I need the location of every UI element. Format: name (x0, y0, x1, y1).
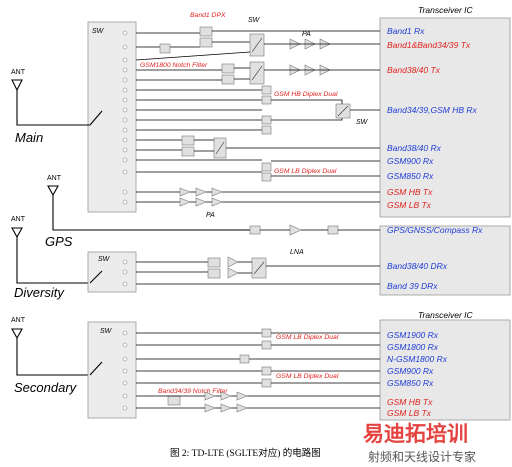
main-switch-ports (122, 30, 128, 205)
div-lna-b (227, 267, 239, 279)
label-sw-mid: SW (356, 119, 369, 126)
bottom-transceiver-ic (379, 319, 511, 421)
gsm-hb-diplex-a (261, 85, 272, 95)
watermark-brand: 易迪拓培训 (363, 422, 468, 446)
port-sec-gsm-hb-tx: GSM HB Tx (387, 397, 433, 407)
label-pa-top: PA (302, 31, 311, 38)
sec-n-gsm1800-filter (239, 354, 250, 364)
figure-caption: 图 2: TD-LTE (SGLTE对应) 的电路图 (170, 447, 321, 459)
secondary-switch-label: SW (100, 328, 113, 335)
label-sw-top: SW (248, 17, 261, 24)
label-pa-bottom: PA (206, 212, 215, 219)
main-switch-throw (89, 110, 103, 126)
top-ic-title: Transceiver IC (418, 5, 473, 15)
b3439-diplex-a (261, 115, 272, 125)
label-band1-dpx: Band1 DPX (190, 12, 226, 19)
diversity-antenna-label: ANT (11, 216, 26, 223)
port-gps-rx: GPS/GNSS/Compass Rx (387, 225, 483, 235)
diversity-switch-throw (89, 270, 103, 284)
label-gsm-lb-diplex-s2: GSM LB Diplex Dual (276, 373, 339, 380)
top-transceiver-ic (379, 17, 511, 218)
band1-dpx-upper (199, 26, 213, 37)
gsm1800-notch-block (159, 43, 171, 54)
sec-gsm-lb-diplex-a (261, 328, 272, 338)
gsm-lb-diplex-b (261, 172, 272, 182)
port-gsm900-rx: GSM900 Rx (387, 156, 434, 166)
b3840-rx-filter-a (181, 135, 195, 146)
section-gps: GPS (45, 234, 73, 249)
port-band3840-tx: Band38/40 Tx (387, 65, 441, 75)
port-gsm-lb-tx: GSM LB Tx (387, 200, 432, 210)
sec-gsm-lb-diplex-c (261, 366, 272, 376)
port-sec-gsm850-rx: GSM850 Rx (387, 378, 434, 388)
band3439-notch-block (167, 395, 181, 406)
bottom-ic-title: Transceiver IC (418, 310, 473, 320)
label-gsm-lb-diplex-s1: GSM LB Diplex Dual (276, 334, 339, 341)
b3840-rx-filter-b (181, 146, 195, 157)
secondary-switch-throw (89, 361, 103, 376)
gsm1800-to-sw (135, 51, 251, 61)
secondary-switch-ports (122, 330, 128, 411)
port-band3840-drx: Band38/40 DRx (387, 261, 448, 271)
label-band3439-notch: Band34/39 Notch Filter (158, 388, 228, 395)
b3439-diplex-b (261, 125, 272, 135)
port-band1-rx: Band1 Rx (387, 26, 425, 36)
diversity-switch-label: SW (98, 256, 111, 263)
main-switch-label: SW (92, 28, 105, 35)
diversity-antenna-icon (11, 227, 90, 284)
main-antenna-label: ANT (11, 69, 26, 76)
port-gsm-hb-tx: GSM HB Tx (387, 187, 433, 197)
sec-gsm-lb-diplex-d (261, 378, 272, 388)
port-gsm850-rx: GSM850 Rx (387, 171, 434, 181)
b3840-dpx-lower (221, 74, 235, 85)
section-diversity: Diversity (14, 285, 65, 300)
port-sec-gsm900-rx: GSM900 Rx (387, 366, 434, 376)
gps-filter-1 (249, 225, 261, 235)
port-gsm1900-rx: GSM1900 Rx (387, 330, 439, 340)
main-antenna-icon (11, 79, 90, 126)
label-gsm1800-notch: GSM1800 Notch Filter (140, 62, 208, 69)
diversity-transceiver-ic (379, 225, 511, 296)
gps-filter-2 (327, 225, 339, 235)
band1-dpx-lower (199, 37, 213, 48)
gps-lna-icon (289, 224, 302, 236)
port-band1-band3439-tx: Band1&Band34/39 Tx (387, 40, 471, 50)
port-n-gsm1800-rx: N-GSM1800 Rx (387, 354, 448, 364)
watermark-sub: 射频和天线设计专家 (368, 449, 476, 464)
sec-gsm-lb-diplex-b (261, 340, 272, 350)
port-band3840-rx: Band38/40 Rx (387, 143, 442, 153)
sec-pa-amplifiers (204, 391, 248, 413)
gsm-lb-diplex-a (261, 162, 272, 172)
port-band3439-gsm-hb-rx: Band34/39,GSM HB Rx (387, 105, 478, 115)
div-filter-b (207, 268, 221, 279)
pa-bottom-amplifiers (179, 187, 223, 207)
port-sec-gsm-lb-tx: GSM LB Tx (387, 408, 432, 418)
div-filter-a (207, 257, 221, 268)
section-main: Main (15, 130, 43, 145)
gps-antenna-icon (47, 185, 250, 231)
gps-antenna-label: ANT (47, 175, 62, 182)
secondary-antenna-label: ANT (11, 317, 26, 324)
section-secondary: Secondary (14, 380, 78, 395)
gsm-hb-diplex-b (261, 95, 272, 105)
port-band39-drx: Band 39 DRx (387, 281, 438, 291)
b3840-dpx-upper (221, 63, 235, 74)
label-lna: LNA (290, 249, 304, 256)
main-switch-box (87, 21, 137, 213)
secondary-switch-box (87, 321, 137, 419)
band1-rx-line (212, 30, 380, 43)
diversity-switch-box (87, 251, 137, 293)
secondary-antenna-icon (11, 328, 90, 376)
label-gsm-lb-diplex: GSM LB Diplex Dual (274, 168, 337, 175)
div-lna-a (227, 256, 239, 268)
port-gsm1800-rx: GSM1800 Rx (387, 342, 439, 352)
label-gsm-hb-diplex: GSM HB Diplex Dual (274, 91, 338, 98)
